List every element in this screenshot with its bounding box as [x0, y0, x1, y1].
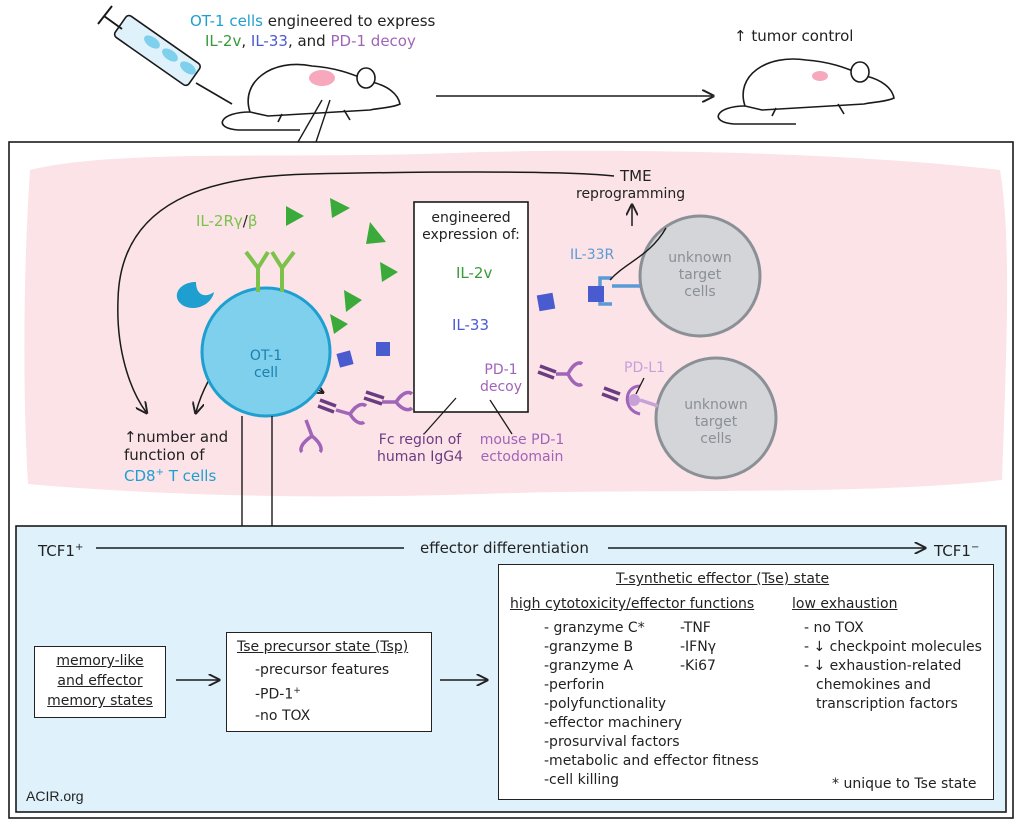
syringe-icon	[97, 5, 233, 105]
ot1-cells-label: OT-1 cells	[190, 12, 263, 30]
tse-title: T-synthetic effector (Tse) state	[616, 571, 830, 587]
target-cell-2-label: unknown target cells	[684, 397, 748, 447]
and-text: , and	[287, 32, 326, 50]
memory-line-1: memory-like	[56, 653, 144, 669]
list-item: -polyfunctionality	[544, 696, 667, 712]
cd8-line-2: function of	[124, 446, 205, 464]
target-cell-2	[654, 356, 778, 480]
tse-column-1: - granzyme C* -granzyme B -granzyme A -p…	[544, 619, 759, 790]
engineered-text: engineered to express	[262, 12, 436, 30]
engineered-title: engineered expression of:	[422, 210, 520, 243]
target-cell-1-label: unknown target cells	[668, 250, 732, 300]
memory-states-box: memory-like and effector memory states	[34, 646, 166, 718]
list-item: transcription factors	[816, 696, 958, 712]
list-item: -granzyme A	[544, 658, 634, 674]
receptor-icon	[176, 282, 214, 309]
pd1-decoy-label: PD-1 decoy	[330, 32, 416, 50]
pdl1-receptor-icon	[625, 384, 659, 416]
il33r-receptor-icon	[588, 276, 640, 306]
cd8-line-1: ↑number and	[124, 428, 229, 446]
footnote: * unique to Tse state	[832, 776, 977, 792]
list-item: chemokines and	[816, 677, 931, 693]
effector-differentiation-label: effector differentiation	[420, 539, 589, 557]
ot1-cell-label: OT-1 cell	[249, 348, 283, 381]
il33r-label: IL-33R	[570, 247, 615, 263]
tsp-item-2: -PD-1+	[255, 686, 301, 703]
source-label: ACIR.org	[26, 788, 84, 804]
engineered-pd1-decoy: PD-1 decoy	[479, 362, 523, 395]
il2r-label: IL-2Rγ/β	[196, 212, 258, 230]
tumor-left-icon	[309, 70, 335, 86]
engineered-il2v: IL-2v	[456, 264, 493, 282]
list-item: - granzyme C*	[544, 620, 645, 636]
engineered-il33: IL-33	[452, 316, 490, 334]
il33-label: IL-33	[250, 32, 288, 50]
tsp-item-3: -no TOX	[255, 707, 311, 724]
memory-line-2: and effector	[57, 673, 143, 689]
tcf1-negative-label: TCF1−	[934, 542, 980, 560]
tumor-control-label: ↑ tumor control	[734, 27, 854, 45]
fc-region-label: Fc region of human IgG4	[376, 432, 464, 465]
tcf1-positive-label: TCF1+	[38, 542, 84, 560]
target-cell-1	[638, 214, 762, 338]
tsp-box: Tse precursor state (Tsp) -precursor fea…	[226, 632, 432, 732]
tumor-right-icon	[812, 71, 828, 81]
tsp-item-1: -precursor features	[255, 662, 390, 678]
high-cytotoxicity-heading: high cytotoxicity/effector functions	[510, 596, 755, 612]
list-item: -prosurvival factors	[544, 734, 680, 750]
cd8-line-3: CD8+ T cells	[124, 467, 217, 485]
list-item: -metabolic and effector fitness	[544, 753, 759, 769]
injection-line-1: OT-1 cells engineered to express	[190, 12, 435, 30]
list-item: -cell killing	[544, 772, 620, 788]
memory-line-3: memory states	[47, 693, 153, 709]
list-item: - ↓ checkpoint molecules	[804, 639, 982, 655]
list-item: -TNF	[680, 620, 711, 636]
list-item: - ↓ exhaustion-related	[804, 658, 962, 674]
list-item: - no TOX	[804, 620, 864, 636]
engineered-box	[413, 201, 529, 413]
list-item: -Ki67	[680, 658, 716, 674]
tse-column-3: - no TOX - ↓ checkpoint molecules - ↓ ex…	[804, 619, 982, 714]
tse-column-2: -TNF -IFNγ -Ki67	[680, 619, 716, 676]
list-item: -IFNγ	[680, 639, 716, 655]
tsp-title: Tse precursor state (Tsp)	[237, 639, 409, 655]
mouse-right-icon	[717, 58, 895, 125]
tse-box	[498, 564, 994, 800]
injection-line-2: IL-2v, IL-33, and PD-1 decoy	[205, 32, 416, 50]
pdl1-label: PD-L1	[624, 360, 665, 376]
list-item: -granzyme B	[544, 639, 634, 655]
tme-subtitle: reprogramming	[576, 186, 686, 202]
list-item: -effector machinery	[544, 715, 683, 731]
mouse-pd1-label: mouse PD-1 ectodomain	[479, 432, 565, 465]
mouse-left-icon	[221, 63, 401, 131]
il2v-label: IL-2v	[205, 32, 242, 50]
il2r-receptor-icon	[244, 250, 296, 292]
tme-title: TME	[620, 167, 652, 185]
low-exhaustion-heading: low exhaustion	[792, 596, 898, 612]
list-item: -perforin	[544, 677, 605, 693]
ot1-cell	[200, 286, 332, 418]
